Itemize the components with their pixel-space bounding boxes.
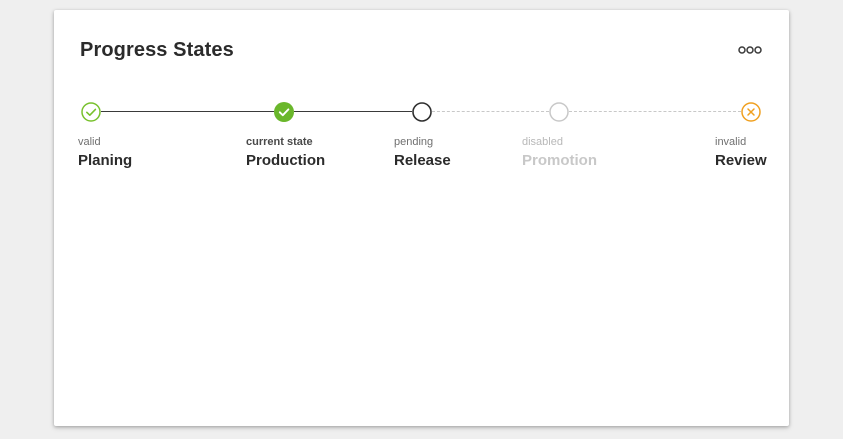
track-upcoming-1 <box>432 111 549 112</box>
card-title: Progress States <box>80 39 234 61</box>
step-label[interactable]: Planing <box>78 152 133 169</box>
step-label[interactable]: Review <box>715 152 767 169</box>
progress-states-card: Progress States valid Planing <box>54 10 789 426</box>
step-status: current state <box>246 136 313 148</box>
step-status: disabled <box>522 136 563 148</box>
step-production: current state Production <box>246 136 325 170</box>
step-label[interactable]: Release <box>394 152 451 169</box>
progress-stepper: valid Planing current state Production p… <box>54 10 789 210</box>
track-complete-1 <box>101 111 274 112</box>
step-status: invalid <box>715 136 747 148</box>
step-review: invalid Review <box>715 136 767 170</box>
step-status: valid <box>78 136 101 148</box>
step-node-production[interactable] <box>274 102 294 122</box>
step-planing: valid Planing <box>78 136 132 170</box>
step-node-planing[interactable] <box>81 102 101 122</box>
step-promotion: disabled Promotion <box>522 136 597 170</box>
circle-outline-icon <box>549 102 569 122</box>
more-options-button[interactable] <box>735 40 765 60</box>
step-label: Promotion <box>522 152 597 169</box>
step-node-release[interactable] <box>412 102 432 122</box>
circle-outline-icon <box>412 102 432 122</box>
step-release: pending Release <box>394 136 451 170</box>
step-node-promotion <box>549 102 569 122</box>
more-horizontal-icon <box>738 46 762 54</box>
track-complete-2 <box>294 111 412 112</box>
check-circle-outline-icon <box>81 102 101 122</box>
check-circle-filled-icon <box>274 102 294 122</box>
step-node-review[interactable] <box>741 102 761 122</box>
track-upcoming-2 <box>569 111 741 112</box>
step-status: pending <box>394 136 434 148</box>
close-circle-outline-icon <box>741 102 761 122</box>
step-label[interactable]: Production <box>246 152 326 169</box>
